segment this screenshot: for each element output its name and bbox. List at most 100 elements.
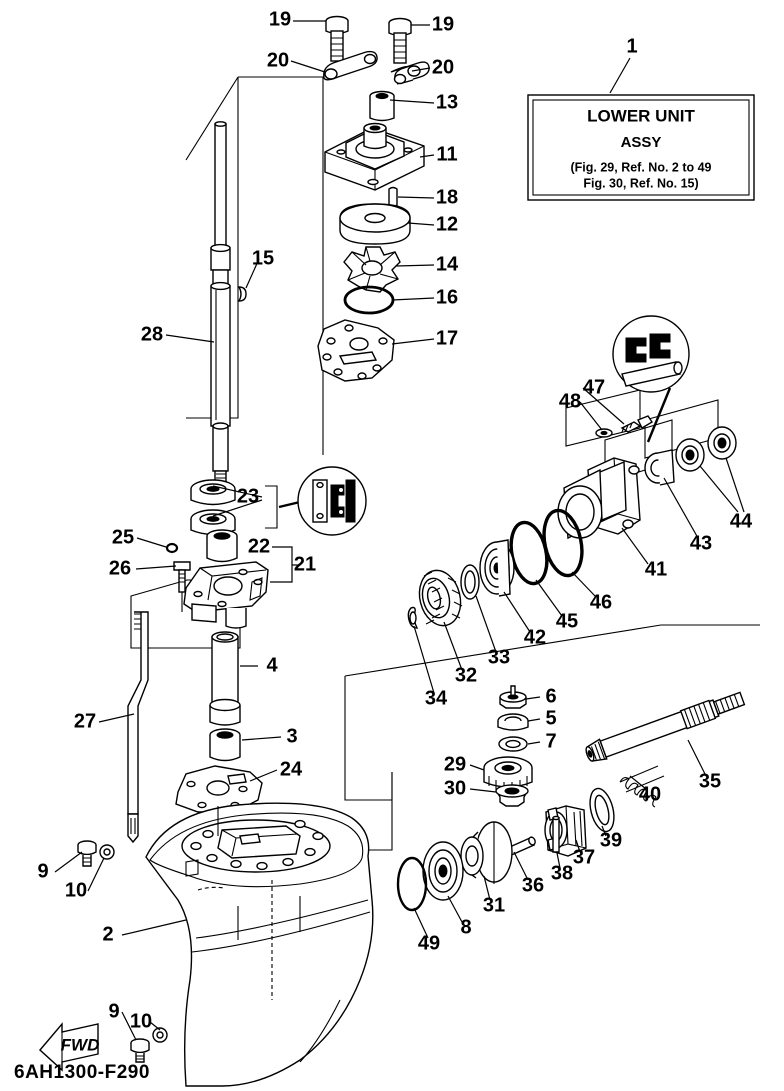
callout-reverse-gear: 31 bbox=[483, 894, 505, 916]
oring-39 bbox=[589, 787, 615, 833]
callout-bolt-pump: 26 bbox=[109, 557, 131, 579]
callout-spacer: 7 bbox=[545, 730, 556, 752]
detail-circle-bearing bbox=[297, 466, 367, 536]
callout-bearings: 23 bbox=[237, 485, 259, 507]
drive-shaft-28 bbox=[210, 121, 231, 492]
lower-casing-2 bbox=[145, 802, 374, 1087]
title-box-line2: ASSY bbox=[621, 134, 662, 151]
callout-oring-large-2: 46 bbox=[590, 591, 612, 613]
spring-40 bbox=[619, 765, 665, 808]
callout-pin: 18 bbox=[436, 186, 458, 208]
spacer-7 bbox=[498, 736, 528, 752]
callout-ball-bearing-pinion: 42 bbox=[524, 626, 546, 648]
callout-washer-upper: 10 bbox=[65, 879, 87, 901]
callout-drive-shaft: 28 bbox=[141, 323, 163, 345]
link-plate-20-left bbox=[323, 50, 378, 81]
callout-bolt-upper: 9 bbox=[37, 860, 48, 882]
callout-sleeve: 3 bbox=[286, 725, 297, 747]
pump-housing-11 bbox=[324, 122, 425, 191]
callout-link-plate-right: 20 bbox=[432, 56, 454, 78]
callout-woodruff-key: 15 bbox=[252, 247, 274, 269]
bolt-26 bbox=[173, 561, 191, 612]
callout-nut-gear: 30 bbox=[444, 777, 466, 799]
reverse-gear-31 bbox=[460, 821, 513, 884]
bushing-43 bbox=[644, 449, 675, 486]
impeller-14 bbox=[343, 246, 401, 293]
callout-oring-small: 25 bbox=[112, 526, 134, 548]
callout-ball-bearing: 8 bbox=[460, 916, 471, 938]
bolt-9-upper bbox=[77, 840, 97, 867]
washer-10-upper bbox=[99, 844, 115, 860]
callout-pump-housing: 11 bbox=[436, 143, 457, 165]
oil-seal-44-a bbox=[675, 438, 705, 472]
callout-pump-plate: 12 bbox=[436, 213, 458, 235]
bearing-housing-41 bbox=[557, 457, 641, 540]
callout-link-plate-left: 20 bbox=[267, 49, 289, 71]
callout-pump-base-plate: 17 bbox=[436, 327, 458, 349]
clip-34 bbox=[407, 606, 419, 629]
pump-plate-12 bbox=[339, 203, 411, 245]
washer-5 bbox=[497, 713, 529, 731]
callout-propeller-shaft: 35 bbox=[699, 770, 721, 792]
ball-bearing-8 bbox=[422, 841, 464, 901]
callout-bushing: 13 bbox=[436, 91, 458, 113]
callout-clip: 34 bbox=[425, 687, 448, 709]
bolt-19-left bbox=[325, 15, 349, 62]
washer-10-lower bbox=[152, 1027, 168, 1043]
callout-bolt-left: 19 bbox=[269, 8, 291, 30]
ball-bearing-42 bbox=[479, 539, 515, 597]
drawing-number: 6AH1300-F290 bbox=[14, 1062, 150, 1083]
callout-bolt-lower: 9 bbox=[108, 1000, 119, 1022]
callout-clutch-dog: 37 bbox=[573, 846, 595, 868]
nut-6 bbox=[499, 685, 527, 709]
callout-nut: 6 bbox=[545, 685, 556, 707]
callout-pump-base-assembly: 21 bbox=[294, 553, 316, 575]
forward-gear-29 bbox=[483, 756, 533, 792]
thrust-washer-49 bbox=[396, 856, 428, 912]
callout-bolt-right: 19 bbox=[432, 13, 454, 35]
title-box-line3: (Fig. 29, Ref. No. 2 to 49 bbox=[571, 160, 712, 174]
fwd-arrow-label: FWD bbox=[61, 1035, 100, 1054]
pump-base-21 bbox=[183, 561, 269, 629]
bearings-23 bbox=[190, 479, 301, 536]
callout-plunger-pin: 38 bbox=[551, 862, 573, 884]
pump-base-plate-17 bbox=[317, 319, 395, 382]
pinion-gear-32 bbox=[418, 569, 463, 627]
callout-oring-shaft: 39 bbox=[600, 829, 622, 851]
bolt-9-lower bbox=[130, 1038, 150, 1063]
group-boundary-driveshaft bbox=[185, 76, 324, 455]
link-plate-20-right bbox=[390, 61, 430, 85]
callout-lower-unit-assembly-box: 1 bbox=[626, 35, 637, 57]
propeller-shaft-35 bbox=[585, 691, 746, 762]
callout-washer-housing: 48 bbox=[559, 390, 581, 412]
leader-lines bbox=[54, 20, 745, 1041]
callout-collar: 22 bbox=[248, 535, 270, 557]
oring-25 bbox=[165, 542, 179, 554]
sleeve-3 bbox=[209, 728, 241, 762]
callout-bearing-housing: 41 bbox=[645, 558, 667, 580]
shim-33 bbox=[460, 564, 480, 600]
water-tube-4 bbox=[209, 631, 241, 726]
callout-cross-pin: 36 bbox=[522, 874, 544, 896]
callout-washer: 5 bbox=[545, 707, 556, 729]
bolt-19-right bbox=[388, 17, 412, 64]
callout-water-tube: 4 bbox=[266, 654, 278, 676]
callout-thrust-washer: 49 bbox=[418, 932, 440, 954]
oring-46 bbox=[542, 508, 584, 578]
callout-oil-seals: 44 bbox=[730, 510, 753, 532]
callout-pinion-gear: 32 bbox=[455, 664, 477, 686]
gasket-24 bbox=[175, 765, 263, 813]
pin-18 bbox=[388, 186, 398, 208]
callout-gasket-lower: 24 bbox=[280, 758, 303, 780]
title-box-line4: Fig. 30, Ref. No. 15) bbox=[583, 176, 698, 190]
callout-forward-gear: 29 bbox=[444, 753, 466, 775]
title-box: LOWER UNIT ASSY (Fig. 29, Ref. No. 2 to … bbox=[527, 57, 755, 201]
callout-spring: 40 bbox=[639, 783, 661, 805]
callout-shift-rod: 27 bbox=[74, 710, 96, 732]
callout-lower-casing: 2 bbox=[102, 923, 113, 945]
title-box-line1: LOWER UNIT bbox=[587, 106, 695, 125]
woodruff-key-15 bbox=[237, 286, 247, 302]
callout-bushing-housing: 43 bbox=[690, 532, 712, 554]
